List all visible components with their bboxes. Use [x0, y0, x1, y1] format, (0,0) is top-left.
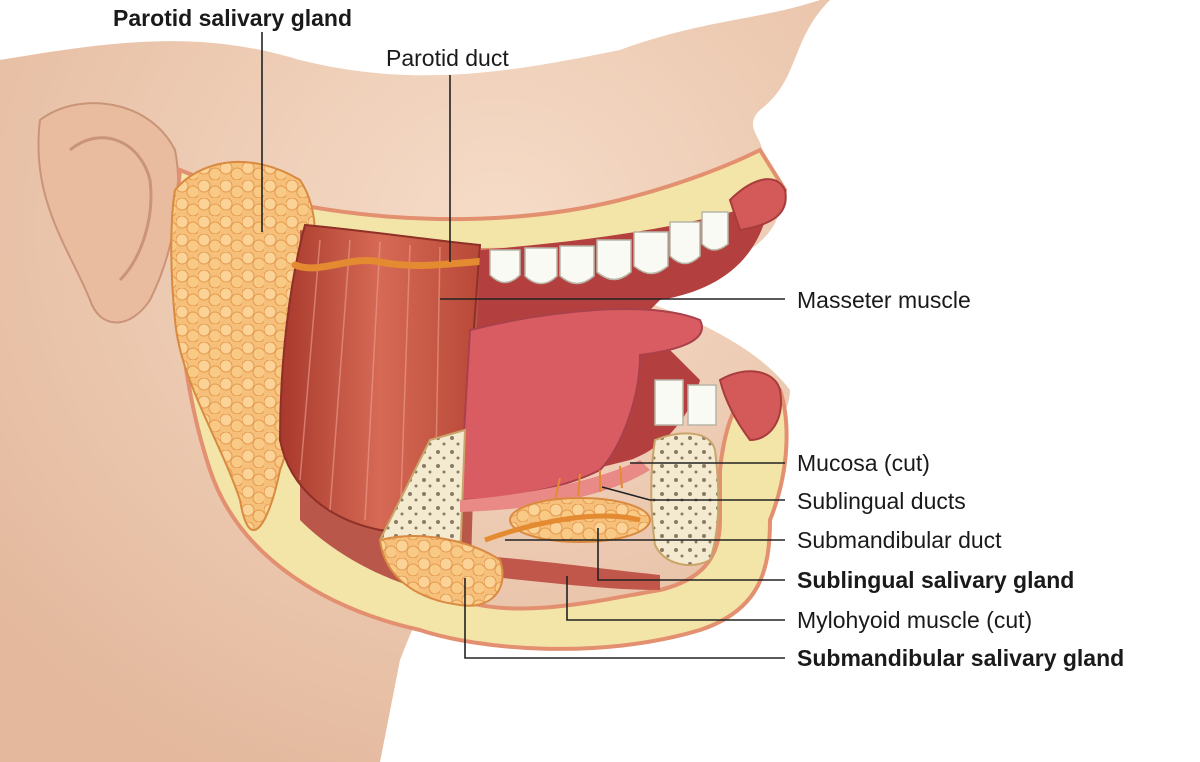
label-parotid-salivary-gland: Parotid salivary gland [113, 5, 353, 31]
label-mucosa: Mucosa (cut) [797, 450, 930, 476]
mucosa [460, 460, 650, 512]
sublingual-gland-shape [509, 497, 651, 543]
upper-lip [728, 178, 787, 232]
ear [37, 102, 180, 324]
mylohyoid-muscle-shape [470, 555, 660, 590]
submandibular-duct-shape [484, 513, 641, 543]
parotid-duct-shape [291, 256, 504, 272]
label-sublingual-ducts: Sublingual ducts [797, 488, 966, 514]
submandibular-gland-shape [378, 535, 504, 607]
leader-lines [261, 32, 785, 659]
leader-submandibular-gland [464, 578, 785, 659]
label-sublingual-salivary-gland: Sublingual salivary gland [797, 567, 1075, 593]
label-submandibular-duct: Submandibular duct [797, 527, 1002, 553]
upper-teeth [489, 211, 729, 285]
leader-sublingual-ducts [601, 486, 785, 501]
label-parotid-duct: Parotid duct [386, 45, 509, 71]
lower-lip [718, 370, 782, 442]
label-submandibular-salivary-gland: Submandibular salivary gland [797, 645, 1125, 671]
leader-sublingual-gland [597, 528, 785, 581]
lower-teeth [654, 379, 717, 426]
label-mylohyoid-muscle: Mylohyoid muscle (cut) [797, 607, 1033, 633]
label-masseter-muscle: Masseter muscle [797, 287, 971, 313]
leader-mylohyoid [566, 576, 785, 621]
